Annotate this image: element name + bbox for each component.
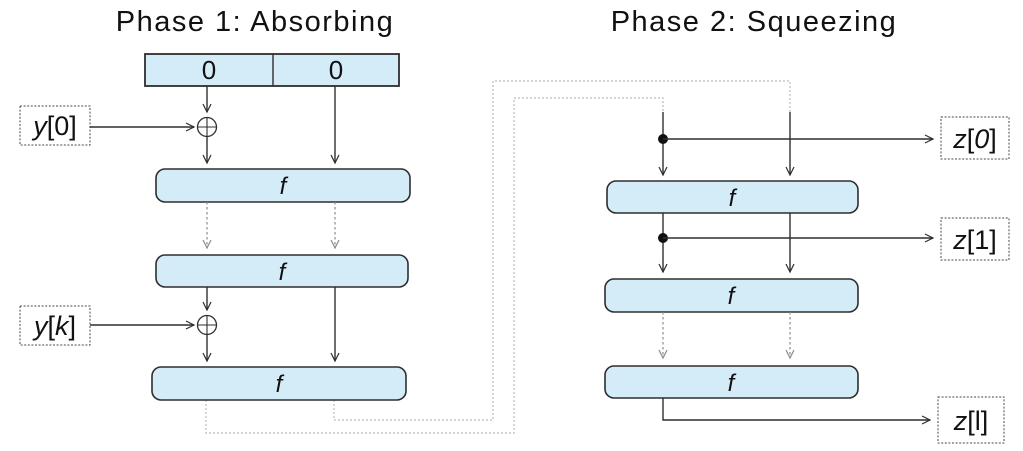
phase1-title: Phase 1: Absorbing [116,6,395,38]
f-box-absorb-2 [155,254,409,288]
f-box-squeeze-3 [604,365,859,399]
output-z1-label: z[1] [952,225,997,255]
squeezing-phase: z[0] f z[1] f f z[l] [604,112,1010,444]
f-label-absorb-3: f [276,371,285,398]
input-y0-label: y[0] [31,111,77,141]
input-yk-label: y[k] [32,311,76,341]
absorbing-phase: 0 0 y[0] f f y[k] [19,53,411,401]
f-label-squeeze-3: f [728,370,737,397]
feedback-path-outer [333,80,791,421]
f-box-absorb-1 [155,168,411,203]
phase2-title: Phase 2: Squeezing [611,6,898,38]
arrow-to-zl [662,398,932,425]
output-z0-label: z[0] [952,124,997,154]
f-label-absorb-1: f [280,173,289,200]
xor1-symbol [196,116,218,138]
output-zl-box [937,396,1005,444]
feedback-paths [205,80,791,434]
f-box-squeeze-1 [606,180,859,214]
input-yk-box [19,305,91,346]
xor2-symbol [196,314,218,336]
output-z0-box [940,116,1010,160]
f-label-squeeze-2: f [728,283,737,310]
f-box-squeeze-2 [604,278,859,313]
input-y0-box [19,105,91,146]
f-label-squeeze-1: f [729,185,738,212]
output-z1-box [940,217,1010,261]
initial-state-box [144,53,400,87]
state-cell-left: 0 [202,55,216,85]
state-cell-right: 0 [329,55,343,85]
feedback-path-inner [205,97,664,434]
output-zl-label: z[l] [953,406,989,436]
f-box-absorb-3 [151,366,407,401]
f-label-absorb-2: f [279,259,288,286]
